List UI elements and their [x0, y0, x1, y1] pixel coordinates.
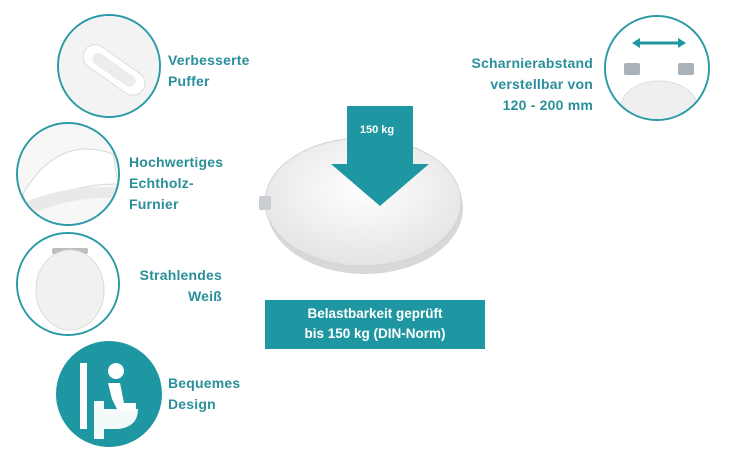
veneer-photo-circle	[16, 122, 120, 226]
down-arrow-icon	[331, 106, 429, 206]
white-lid-photo-circle	[16, 232, 120, 336]
banner-line-2: bis 150 kg (DIN-Norm)	[304, 326, 446, 341]
feature-white-label: Strahlendes Weiß	[139, 267, 222, 304]
white-lid-photo	[18, 234, 118, 334]
hinge-photo-circle	[604, 15, 710, 121]
design-icon-circle	[56, 341, 162, 447]
hinge-photo	[606, 17, 708, 119]
feature-hinge-label: Scharnierabstand verstellbar von 120 - 2…	[471, 55, 593, 113]
feature-veneer-label: Hochwertiges Echtholz- Furnier	[129, 154, 224, 212]
load-capacity-banner: Belastbarkeit geprüft bis 150 kg (DIN-No…	[265, 300, 485, 349]
seated-person-icon	[80, 363, 138, 439]
load-arrow-label: 150 kg	[359, 124, 395, 136]
buffer-photo	[59, 16, 159, 116]
veneer-photo	[18, 124, 118, 224]
banner-line-1: Belastbarkeit geprüft	[307, 306, 443, 321]
feature-design-label: Bequemes Design	[168, 375, 241, 412]
buffer-photo-circle	[57, 14, 161, 118]
feature-buffer-label: Verbesserte Puffer	[168, 52, 250, 89]
